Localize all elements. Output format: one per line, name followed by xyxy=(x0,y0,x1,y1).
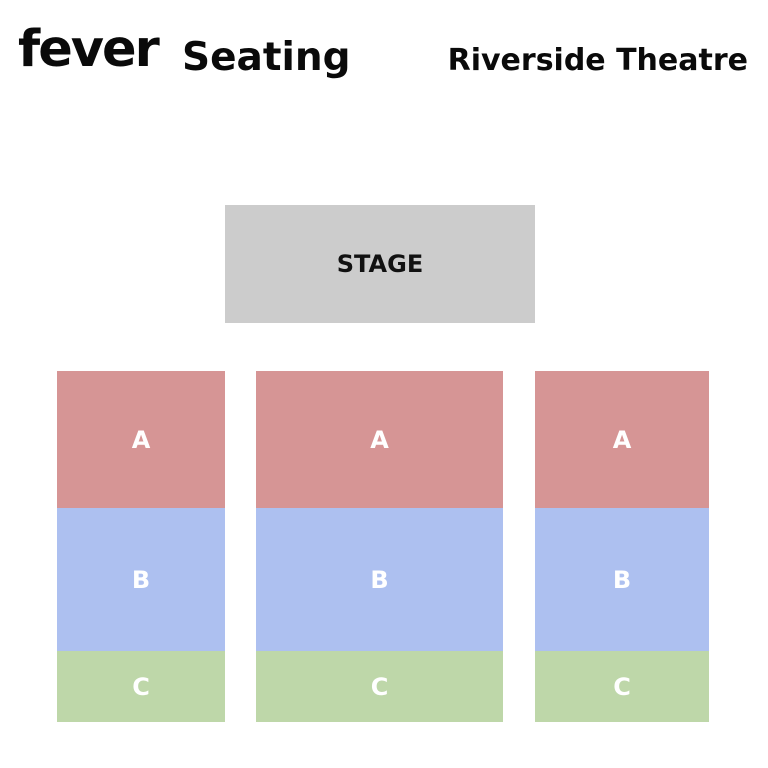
stage: STAGE xyxy=(225,205,535,323)
seating-column-center: A B C xyxy=(256,371,503,722)
section-c-center[interactable]: C xyxy=(256,651,503,722)
section-c-right[interactable]: C xyxy=(535,651,709,722)
section-b-left[interactable]: B xyxy=(57,508,225,651)
section-a-center[interactable]: A xyxy=(256,371,503,508)
section-c-left[interactable]: C xyxy=(57,651,225,722)
venue-name: Riverside Theatre xyxy=(447,43,748,78)
section-a-right[interactable]: A xyxy=(535,371,709,508)
section-b-center[interactable]: B xyxy=(256,508,503,651)
seating-column-right: A B C xyxy=(535,371,709,722)
fever-logo[interactable]: fever xyxy=(18,20,160,79)
section-b-right[interactable]: B xyxy=(535,508,709,651)
page-title: Seating xyxy=(182,35,351,80)
section-a-left[interactable]: A xyxy=(57,371,225,508)
seating-column-left: A B C xyxy=(57,371,225,722)
